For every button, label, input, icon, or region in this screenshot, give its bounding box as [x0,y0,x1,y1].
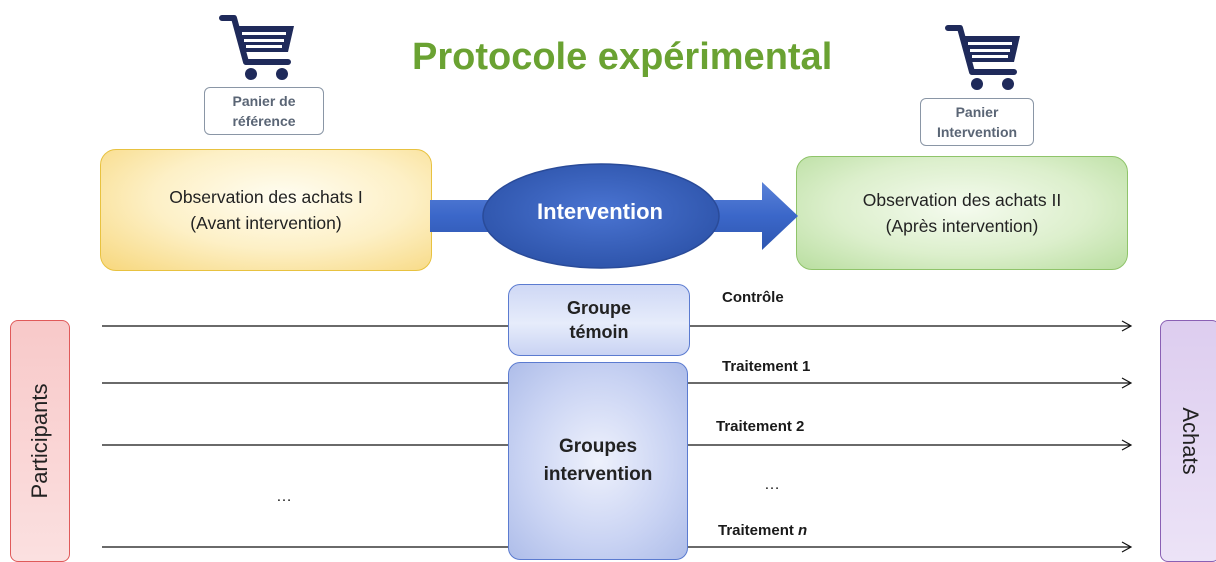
participants-label: Participants [27,383,52,499]
shopping-cart-icon [219,15,294,80]
treatment2-arrowhead [1121,439,1133,451]
treatment2-label: Traitement 2 [716,418,805,435]
purchases-panel: Achats [1160,320,1216,562]
reference-basket-line2: référence [232,113,296,129]
arms-ellipsis: … [764,476,780,493]
reference-basket-line1: Panier de [232,93,296,109]
observation-before-box: Observation des achats I (Avant interven… [100,149,432,271]
control-arm-label: Contrôle [722,289,784,306]
intervention-label: Intervention [537,199,663,224]
observation-before-line2: (Avant intervention) [190,213,342,233]
intervention-arrow [430,163,798,269]
treatment-n-suffix: n [798,522,808,539]
observation-before-line1: Observation des achats I [169,187,363,207]
participants-ellipsis: … [276,488,292,505]
treatment1-label: Traitement 1 [722,358,811,375]
control-group-line1: Groupe [566,298,631,318]
intervention-basket-line1: Panier [955,104,999,120]
observation-after-box: Observation des achats II (Après interve… [796,156,1128,270]
treatment-n-prefix: Traitement [718,522,799,539]
intervention-groups-line2: intervention [543,464,653,485]
treatment1-arrowhead [1121,377,1133,389]
intervention-groups-box: Groupes intervention [508,362,688,560]
control-group-line2: témoin [569,322,629,342]
intervention-basket-line2: Intervention [936,124,1018,140]
intervention-basket-label: Panier Intervention [920,98,1034,146]
intervention-groups-line1: Groupes [558,436,638,457]
control-arrowhead [1121,320,1133,332]
control-group-box: Groupe témoin [508,284,690,356]
reference-basket-label: Panier de référence [204,87,324,135]
treatment-n-label: Traitement n [718,522,807,539]
page-title: Protocole expérimental [412,36,833,78]
treatmentn-arrowhead [1121,541,1133,553]
shopping-cart-icon [945,25,1020,90]
observation-after-line2: (Après intervention) [885,216,1039,236]
purchases-label: Achats [1178,407,1203,475]
observation-after-line1: Observation des achats II [862,190,1062,210]
participants-panel: Participants [10,320,70,562]
